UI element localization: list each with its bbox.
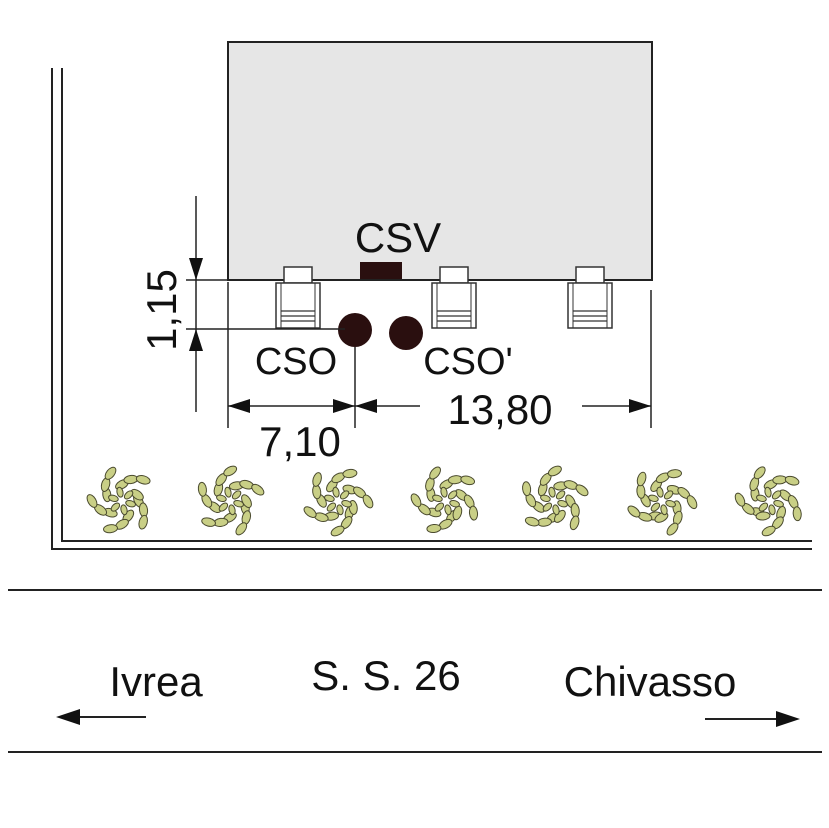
direction-right-arrow xyxy=(705,711,800,727)
hedge-shrub xyxy=(197,465,265,536)
hedge-shrub xyxy=(410,466,479,534)
direction-right-label: Chivasso xyxy=(564,658,737,705)
dimension-vertical-label: 1,15 xyxy=(138,269,185,351)
meter-boxes xyxy=(275,266,613,329)
meter-box xyxy=(431,266,477,329)
cso-label: CSO xyxy=(255,341,337,383)
meter-box xyxy=(567,266,613,329)
cso-marker xyxy=(338,313,372,347)
road-name: S. S. 26 xyxy=(311,652,460,699)
dimension-total-label: 13,80 xyxy=(447,386,552,433)
building xyxy=(227,41,653,281)
hedge-shrub xyxy=(303,468,374,537)
dimension-left-label: 7,10 xyxy=(259,418,341,465)
property-boundary xyxy=(51,68,812,550)
hedge-shrub xyxy=(86,466,151,534)
meter-box xyxy=(275,266,321,329)
hedge-shrub xyxy=(734,466,802,537)
hedge-shrub xyxy=(522,465,589,531)
cso-prime-label: CSO' xyxy=(423,341,513,383)
hedge-shrub xyxy=(627,469,698,536)
direction-left-arrow xyxy=(56,709,146,725)
cso-prime-marker xyxy=(389,316,423,350)
hedge-row xyxy=(86,465,802,537)
dimension-horizontal xyxy=(227,282,652,428)
direction-left-label: Ivrea xyxy=(109,658,203,705)
dimension-vertical xyxy=(186,196,345,412)
csv-label: CSV xyxy=(355,214,441,261)
csv-marker xyxy=(360,262,402,279)
